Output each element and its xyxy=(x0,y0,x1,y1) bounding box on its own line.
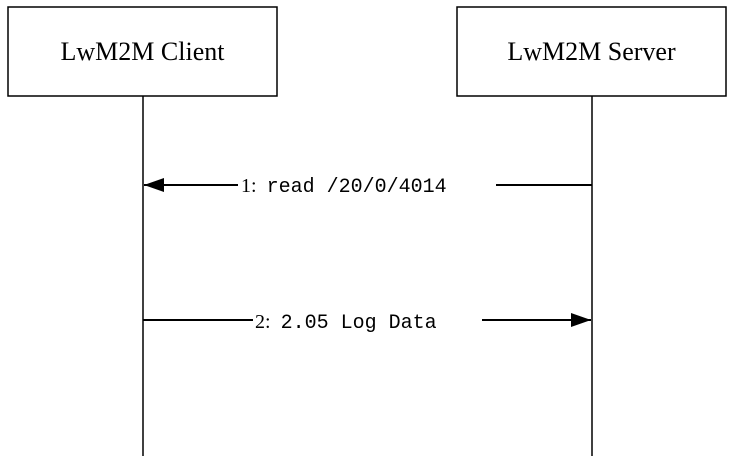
message-1-text: read /20/0/4014 xyxy=(267,176,447,199)
participant-client-label: LwM2M Client xyxy=(61,37,226,66)
message-1-number: 1: xyxy=(241,175,257,197)
message-2-label-bg xyxy=(253,305,482,335)
message-1-label: 1: read /20/0/4014 xyxy=(241,175,447,199)
message-1: 1: read /20/0/4014 xyxy=(144,170,592,200)
message-2-number: 2: xyxy=(255,311,271,333)
message-2: 2: 2.05 Log Data xyxy=(143,305,591,335)
participant-server-label: LwM2M Server xyxy=(507,37,676,66)
participant-server: LwM2M Server xyxy=(456,6,727,97)
participant-server-box xyxy=(456,6,727,97)
participant-client-box xyxy=(7,6,278,97)
message-2-text: 2.05 Log Data xyxy=(281,312,437,335)
message-1-label-bg xyxy=(238,170,496,200)
participant-client: LwM2M Client xyxy=(7,6,278,97)
message-2-label: 2: 2.05 Log Data xyxy=(255,311,437,335)
